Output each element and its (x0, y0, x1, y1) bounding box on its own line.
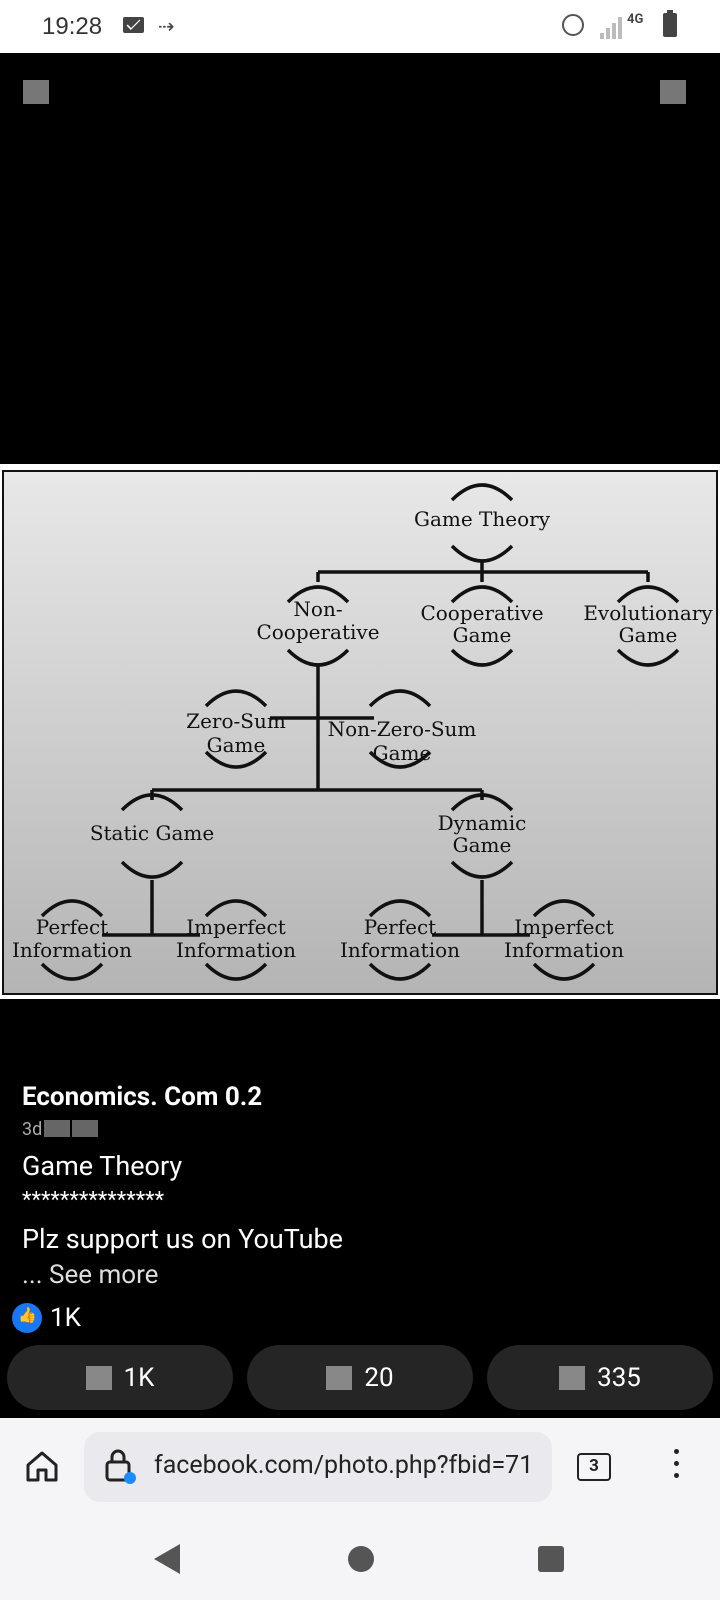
like-icon (85, 1365, 112, 1390)
leaf-perfect-1-line1: Perfect (36, 915, 108, 939)
game-theory-diagram: Game Theory Non- Cooperative Cooperative… (2, 470, 718, 995)
node-game-theory: Game Theory (414, 507, 551, 531)
node-nonzero-line1: Non-Zero-Sum (328, 717, 477, 741)
back-icon[interactable] (154, 1544, 180, 1574)
node-zerosum-line2: Game (207, 733, 266, 757)
home-icon[interactable] (24, 1448, 60, 1484)
node-dynamic-line1: Dynamic (438, 811, 527, 835)
node-dynamic-line2: Game (453, 833, 512, 857)
post-meta: 3d (22, 1119, 99, 1140)
leaf-perfect-1-line2: Information (12, 938, 132, 962)
leaf-imperfect-1-line1: Imperfect (186, 915, 286, 939)
options-icon[interactable] (660, 80, 686, 104)
page-name[interactable]: Economics. Com 0.2 (22, 1082, 263, 1112)
audience-icon (44, 1120, 71, 1137)
node-zerosum-line1: Zero-Sum (186, 709, 286, 733)
leaf-perfect-2-line1: Perfect (364, 915, 436, 939)
post-time: 3d (22, 1119, 43, 1140)
lock-icon[interactable] (104, 1448, 138, 1484)
audience-icon (72, 1120, 99, 1137)
share-button[interactable]: 335 (487, 1345, 713, 1410)
node-evo-line1: Evolutionary (583, 601, 713, 625)
leaf-imperfect-2-line1: Imperfect (514, 915, 614, 939)
comment-button[interactable]: 20 (247, 1345, 473, 1410)
more-options-icon[interactable] (672, 1449, 680, 1483)
tab-switcher-button[interactable]: 3 (577, 1453, 611, 1481)
close-icon[interactable] (23, 80, 49, 104)
post-photo[interactable]: Game Theory Non- Cooperative Cooperative… (0, 464, 720, 999)
node-nonzero-line2: Game (373, 741, 432, 765)
node-static-game: Static Game (90, 821, 214, 845)
caption-line: *************** (22, 1188, 165, 1213)
alarm-icon (562, 14, 584, 36)
recents-icon[interactable] (538, 1546, 564, 1572)
url-text[interactable]: facebook.com/photo.php?fbid=71 (154, 1451, 534, 1480)
network-type: 4G (627, 12, 644, 27)
mail-icon (123, 17, 144, 33)
leaf-imperfect-1-line2: Information (176, 938, 296, 962)
reaction-count: 1K (50, 1303, 81, 1333)
caption-line: Plz support us on YouTube (22, 1223, 343, 1255)
leaf-perfect-2-line2: Information (340, 938, 460, 962)
like-reaction-icon (12, 1303, 42, 1333)
see-more-link[interactable]: ... See more (22, 1260, 159, 1290)
like-button[interactable]: 1K (7, 1345, 233, 1410)
signal-icon (600, 13, 628, 39)
clock: 19:28 (42, 13, 103, 40)
arc-pairs (40, 483, 680, 981)
leaf-imperfect-2-line2: Information (504, 938, 624, 962)
battery-icon (663, 10, 677, 37)
data-transfer-icon: ⇢ (158, 14, 175, 38)
node-noncoop-line2: Cooperative (256, 620, 379, 644)
node-coop-line2: Game (453, 623, 512, 647)
share-count: 335 (597, 1362, 641, 1393)
node-noncoop-line1: Non- (293, 597, 342, 621)
comment-icon (326, 1365, 353, 1390)
node-evo-line2: Game (619, 623, 678, 647)
caption-line: Game Theory (22, 1150, 183, 1182)
node-coop-line1: Cooperative (420, 601, 543, 625)
home-nav-icon[interactable] (348, 1546, 374, 1572)
comment-count: 20 (364, 1362, 394, 1393)
address-bar[interactable] (84, 1432, 552, 1502)
status-bar: 19:28 ⇢ 4G (0, 0, 720, 53)
like-count: 1K (123, 1362, 155, 1393)
share-icon (559, 1365, 586, 1390)
